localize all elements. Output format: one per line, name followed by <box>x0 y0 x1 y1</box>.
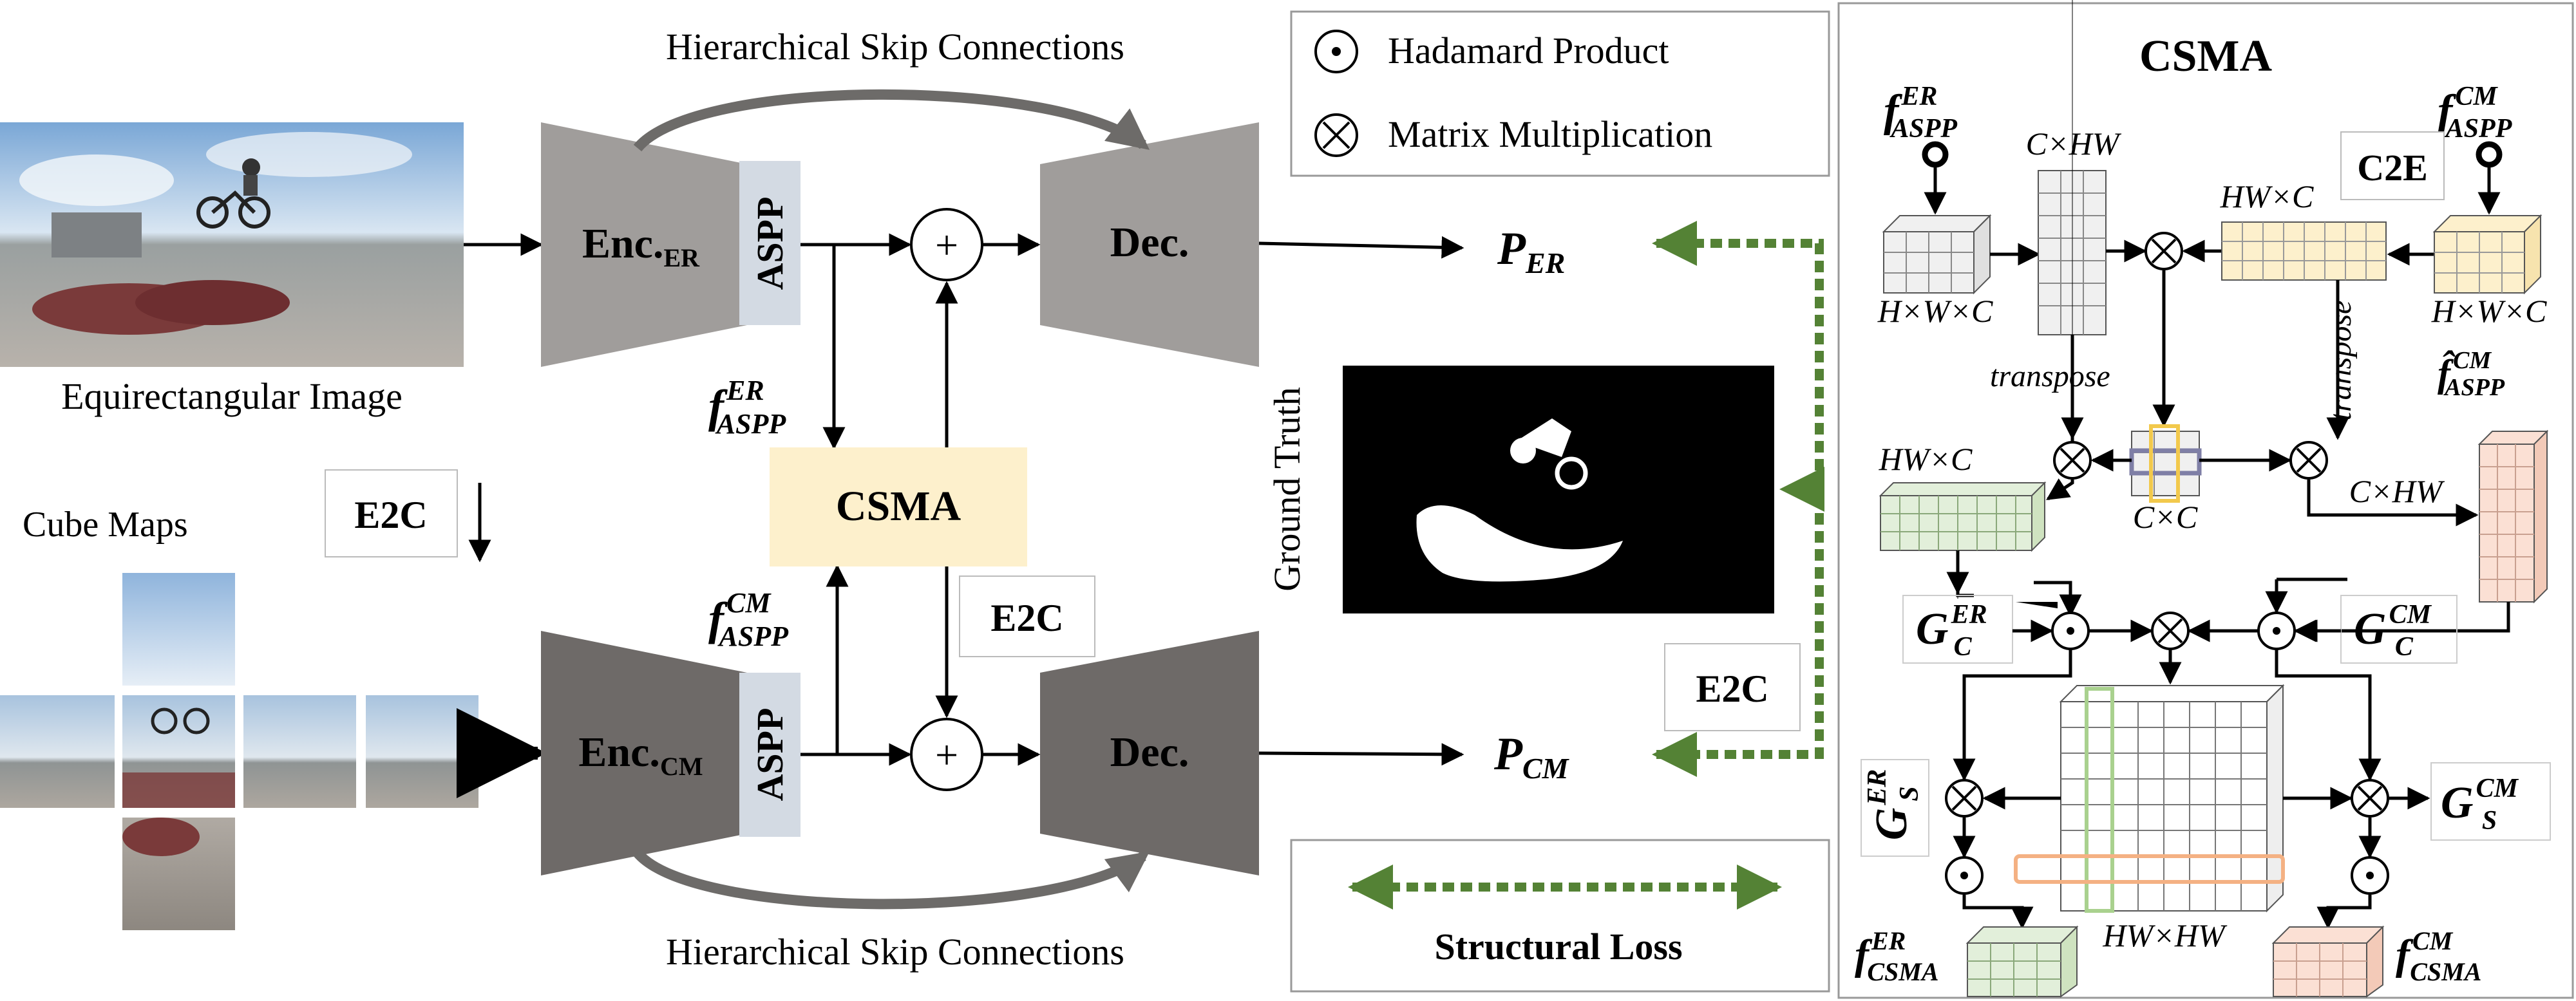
skip-connection-top-arc <box>633 89 1150 152</box>
ground-truth-label: Ground Truth <box>1266 387 1308 591</box>
csma-c-c: C×C <box>2133 499 2198 535</box>
dec-er: Dec. <box>1040 122 1259 367</box>
p-cm-label: PCM <box>1493 728 1570 785</box>
dec-cm-label: Dec. <box>1110 729 1189 776</box>
arrow-dec-cm-to-p-cm <box>1258 743 1464 766</box>
enc-er: Enc.ER <box>541 122 747 367</box>
matrix-hw-hw <box>2014 684 2285 913</box>
equirect-caption: Equirectangular Image <box>61 375 402 417</box>
dec-cm: Dec. <box>1040 631 1259 875</box>
cube-face-right <box>243 695 356 808</box>
matrix-hw-c-top <box>2221 221 2387 281</box>
e2c-mid-box: E2C <box>959 575 1095 657</box>
c2e-label: C2E <box>2357 147 2428 189</box>
csma-matmul-mid-left <box>2053 441 2092 480</box>
svg-text:+: + <box>935 222 958 268</box>
csma-hw-hw: HW×HW <box>2102 917 2228 953</box>
add-node-bottom: + <box>910 718 983 791</box>
dec-er-label: Dec. <box>1110 219 1189 266</box>
gs-er-box <box>1861 759 1929 857</box>
transpose-left: transpose <box>1990 359 2110 393</box>
skip-bottom-label: Hierarchical Skip Connections <box>666 931 1124 973</box>
legend-loss: Structural Loss <box>1290 839 1830 993</box>
csma-hadamard-left <box>2051 612 2090 650</box>
legend-ops: Hadamard Product Matrix Multiplication <box>1290 10 1830 177</box>
cube-er-hwc <box>1882 214 1992 295</box>
e2c-right-box: E2C <box>1664 643 1801 731</box>
add-node-top: + <box>910 208 983 281</box>
ground-truth-mask <box>1343 366 1774 613</box>
p-er-label: PER <box>1497 223 1565 279</box>
skip-top-label: Hierarchical Skip Connections <box>666 26 1124 68</box>
enc-er-label: Enc.ER <box>582 220 700 272</box>
csma-block-label: CSMA <box>836 483 961 530</box>
cube-face-left <box>0 695 115 808</box>
csma-matmul-gs-left <box>1945 779 1984 818</box>
cube-maps-image <box>0 573 478 930</box>
csma-hadamard-bottom-right <box>2351 856 2389 895</box>
enc-cm: Enc.CM <box>541 631 747 875</box>
cube-f-csma-er <box>1965 925 2079 998</box>
csma-matmul-mid-right <box>2289 441 2328 480</box>
legend-hadamard: Hadamard Product <box>1388 30 1669 71</box>
c2e-box <box>2340 131 2445 200</box>
gs-cm-box <box>2430 762 2551 841</box>
csma-matmul-top <box>2145 232 2183 270</box>
csma-hwc-left: H×W×C <box>1877 293 1993 329</box>
csma-c-hw-top: C×HW <box>2026 126 2122 162</box>
enc-cm-label: Enc.CM <box>578 729 703 781</box>
cube-f-csma-cm <box>2271 925 2385 998</box>
e2c-left-label: E2C <box>354 494 427 536</box>
cube-maps-caption: Cube Maps <box>23 505 188 545</box>
svg-text:+: + <box>935 732 958 778</box>
csma-block: CSMA <box>770 447 1027 566</box>
skip-connection-bottom-arc <box>633 849 1150 910</box>
legend-matmul: Matrix Multiplication <box>1388 113 1712 155</box>
e2c-left-box: E2C <box>325 469 458 557</box>
cube-face-back <box>366 695 478 808</box>
aspp-er: ASPP <box>739 161 800 325</box>
csma-hadamard-right <box>2257 612 2296 650</box>
csma-input-cm-node <box>2476 141 2503 168</box>
cube-cm-hwc <box>2432 214 2543 295</box>
csma-hadamard-bottom-left <box>1945 856 1984 895</box>
legend-structural-loss: Structural Loss <box>1434 926 1682 968</box>
csma-matmul-center <box>2151 612 2190 650</box>
csma-c-hw-right: C×HW <box>2349 473 2445 509</box>
aspp-er-label: ASPP <box>749 197 791 290</box>
e2c-mid-label: E2C <box>990 597 1063 639</box>
equirectangular-image <box>0 122 464 367</box>
csma-gs-er: GERS <box>1862 769 1924 841</box>
csma-hwc-right: H×W×C <box>2431 293 2547 329</box>
csma-panel-title: CSMA <box>2139 32 2273 81</box>
matrix-c-c <box>2129 424 2202 503</box>
arrow-dec-er-to-p-er <box>1258 236 1464 259</box>
csma-input-er-node <box>1922 141 1949 168</box>
aspp-cm-label: ASPP <box>749 708 791 801</box>
csma-hw-c-left: HW×C <box>1879 441 1973 477</box>
e2c-right-label: E2C <box>1696 668 1768 710</box>
cube-face-top <box>122 573 235 686</box>
matrix-hw-c-left <box>1879 481 2047 552</box>
csma-matmul-gs-right <box>2351 779 2389 818</box>
aspp-cm: ASPP <box>739 673 800 837</box>
transpose-right: transpose <box>2324 301 2358 421</box>
csma-hw-c-top: HW×C <box>2220 178 2314 214</box>
matrix-c-hw-right <box>2477 429 2549 604</box>
